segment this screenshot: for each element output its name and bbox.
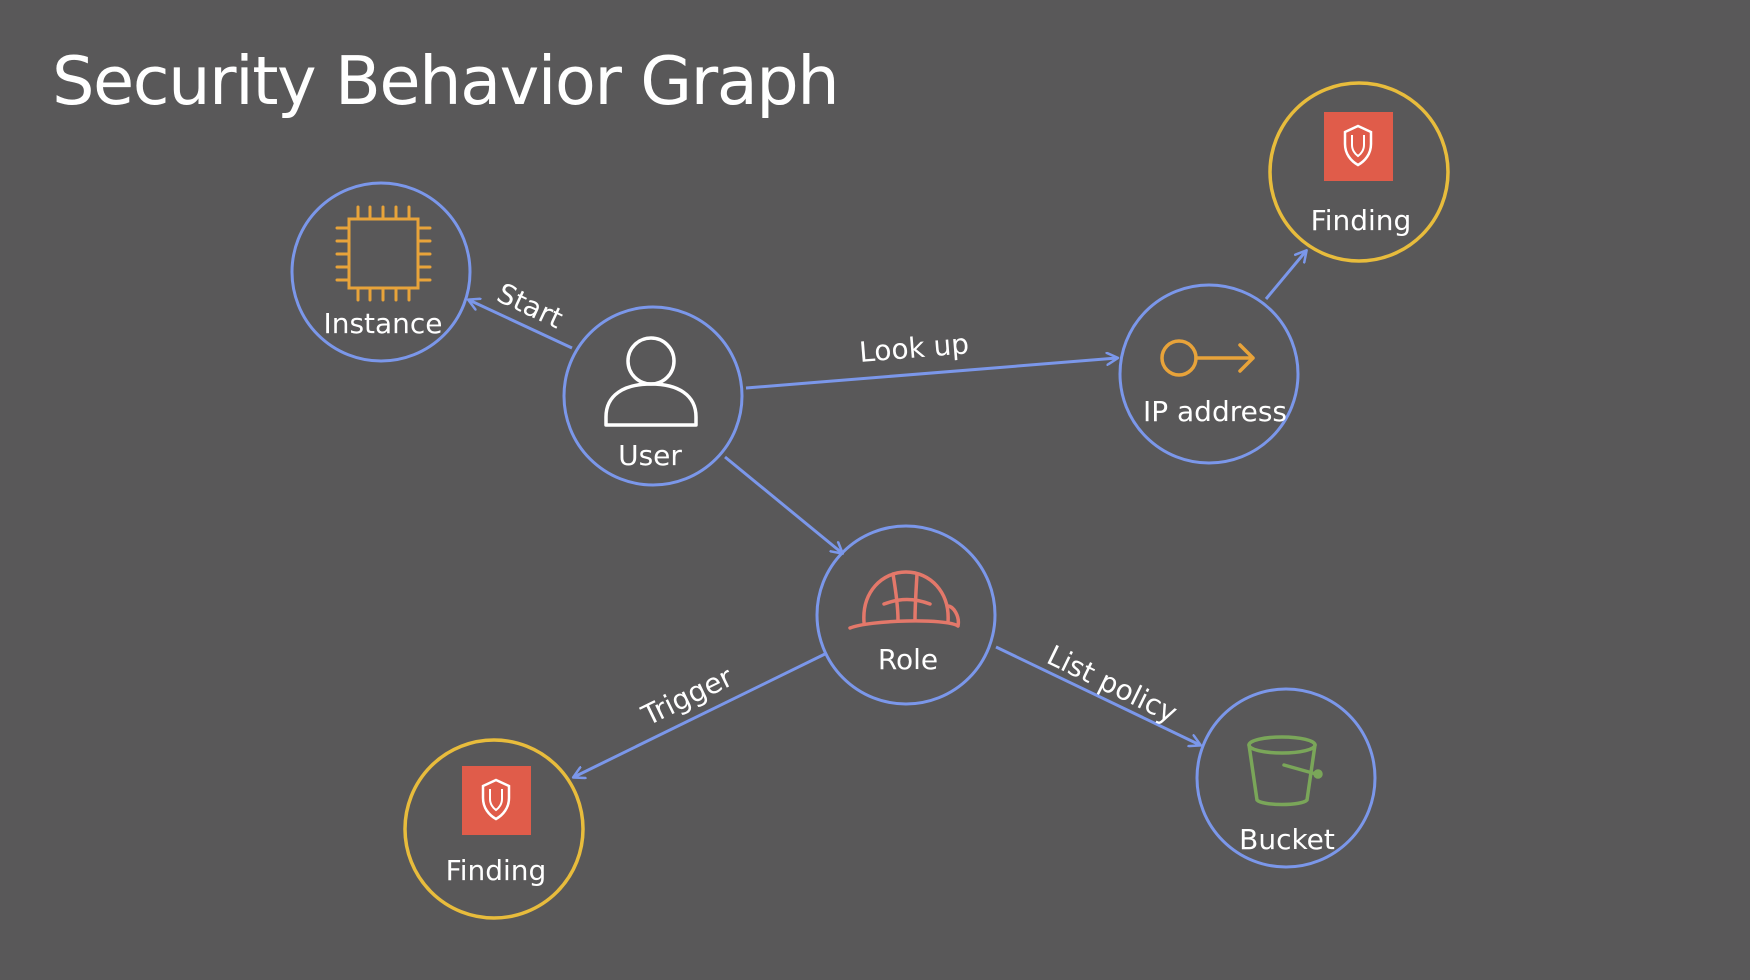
node-label-instance: Instance (323, 307, 442, 340)
edge-user-role (724, 455, 842, 553)
edge-label-list-policy: List policy (1042, 639, 1183, 730)
edge-lookup: Look up (745, 327, 1117, 390)
shield-icon (462, 766, 531, 835)
page-title: Security Behavior Graph (52, 42, 840, 120)
edge-start: Start (469, 276, 573, 350)
edge-list-policy: List policy (995, 639, 1200, 745)
bucket-icon (1247, 735, 1323, 807)
node-label-finding-top: Finding (1311, 204, 1412, 237)
node-label-user: User (618, 439, 682, 472)
user-icon (604, 336, 698, 427)
edge-ip-finding (1264, 251, 1306, 300)
node-bucket[interactable]: Bucket (1195, 687, 1377, 869)
key-icon (1160, 339, 1255, 377)
edge-label-lookup: Look up (858, 327, 970, 369)
node-ip-address[interactable]: IP address (1118, 283, 1300, 465)
edge-label-start: Start (492, 276, 568, 335)
node-label-ip-address: IP address (1143, 395, 1287, 428)
node-label-finding-bottom: Finding (446, 854, 547, 887)
node-role[interactable]: Role (815, 524, 997, 706)
edge-trigger: Trigger (574, 652, 826, 777)
node-label-role: Role (878, 643, 938, 676)
node-instance[interactable]: Instance (290, 181, 472, 363)
shield-icon (1324, 112, 1393, 181)
chip-icon (335, 205, 432, 302)
hardhat-icon (848, 570, 961, 630)
node-finding-bottom[interactable]: Finding (403, 738, 585, 920)
node-label-bucket: Bucket (1239, 823, 1335, 856)
node-user[interactable]: User (562, 305, 744, 487)
node-finding-top[interactable]: Finding (1268, 81, 1450, 263)
